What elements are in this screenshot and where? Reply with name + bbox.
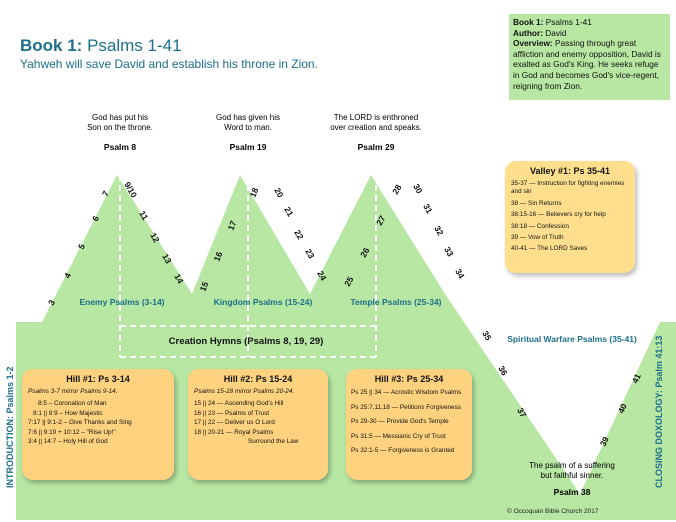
valley-caption-line2: but faithful sinner. xyxy=(541,471,604,480)
psalm-num-41: 41 xyxy=(630,372,643,385)
enemy-psalms-label: Enemy Psalms (3-14) xyxy=(79,297,164,307)
psalm-num-33: 33 xyxy=(442,245,456,258)
copyright-text: © Occoquan Bible Church 2017 xyxy=(507,508,599,515)
peak2-caption-line1: God has given his xyxy=(216,113,280,122)
hill2-row: 18 || 20-21 — Royal Psalms xyxy=(194,428,274,436)
hill1-row: 7:6 || 9:19 + 10:12 – "Rise Up!" xyxy=(28,428,116,436)
hill2-row: 17 || 22 — Deliver us O Lord xyxy=(194,419,275,427)
warfare-psalms-label: Spiritual Warfare Psalms (35-41) xyxy=(507,334,637,344)
peak2-caption-line2: Word to man. xyxy=(224,123,272,132)
overview-author-label: Author: xyxy=(513,27,543,38)
hill3-title: Hill #3: Ps 25-34 xyxy=(374,374,444,384)
hill2-row: Surround the Law xyxy=(248,438,299,446)
peak1-psalm: Psalm 8 xyxy=(104,142,136,152)
psalm-num-6: 6 xyxy=(90,214,101,223)
overview-label: Overview: xyxy=(513,38,553,49)
psalm-num-28: 28 xyxy=(390,183,404,196)
hill1-row: 3:4 || 14:7 – Holy Hill of God xyxy=(28,438,108,446)
hill3-row: Ps 25 || 34 — Acrostic Wisdom Psalms xyxy=(351,389,462,396)
psalm-num-20: 20 xyxy=(272,186,286,199)
overview-book-value: Psalms 1-41 xyxy=(545,17,592,27)
hill1-title: Hill #1: Ps 3-14 xyxy=(66,374,130,384)
hill1-row: 8:1 || 8:9 – How Majestic xyxy=(33,409,103,417)
peak3-psalm: Psalm 29 xyxy=(358,142,395,152)
psalm-num-7: 7 xyxy=(100,189,111,198)
page-title: Book 1: Psalms 1-41 xyxy=(20,36,182,56)
closing-doxology-label: CLOSING DOXOLOGY: Psalm 41:13 xyxy=(654,336,664,488)
hill3-row: Ps 29-30 — Provide God's Temple xyxy=(351,418,449,426)
peak3-caption-line1: The LORD is enthroned xyxy=(334,113,419,122)
psalm-num-27: 27 xyxy=(374,214,388,227)
hill1-intro: Psalms 3-7 mirror Psalms 9-14. xyxy=(28,388,118,395)
hill1-callout: Hill #1: Ps 3-14 Psalms 3-7 mirror Psalm… xyxy=(22,369,174,480)
psalm-num-30: 30 xyxy=(411,182,425,195)
overview-book-label: Book 1: xyxy=(513,17,544,27)
valley1-row: 38:15-16 — Believers cry for help xyxy=(511,211,606,219)
psalm-num-40: 40 xyxy=(616,402,629,415)
hill2-title: Hill #2: Ps 15-24 xyxy=(223,374,293,384)
overview-author-value: David xyxy=(545,27,567,38)
valley1-row: 39 — Vow of Truth xyxy=(511,234,564,242)
valley1-row: 38 — Sin Returns xyxy=(511,199,562,207)
valley-psalm: Psalm 38 xyxy=(554,487,591,497)
psalm-num-31: 31 xyxy=(421,202,435,215)
kingdom-psalms-label: Kingdom Psalms (15-24) xyxy=(214,297,313,307)
hill2-intro: Psalms 15-18 mirror Psalms 20-24. xyxy=(194,388,295,395)
valley1-row: 40-41 — The LORD Saves xyxy=(511,245,588,253)
psalm-num-32: 32 xyxy=(432,224,446,237)
psalm-num-25: 25 xyxy=(342,275,356,288)
psalm-num-12: 12 xyxy=(148,231,162,244)
psalm-num-5: 5 xyxy=(76,242,87,251)
psalm-num-23: 23 xyxy=(303,247,317,260)
psalm-num-14: 14 xyxy=(172,272,186,285)
book-label: Book 1: xyxy=(20,36,83,55)
psalm-num-34: 34 xyxy=(453,267,467,280)
hill1-row: 7:17 || 9:1-2 – Give Thanks and Sing xyxy=(28,419,132,427)
psalm-num-13: 13 xyxy=(160,252,174,265)
psalm-num-17: 17 xyxy=(226,219,239,232)
temple-psalms-label: Temple Psalms (25-34) xyxy=(350,297,441,307)
psalm-num-24: 24 xyxy=(315,269,329,282)
valley1-row: 35-37 — Instruction for fighting enemies… xyxy=(511,180,625,196)
hill3-row: Ps 31:5 — Messianic Cry of Trust xyxy=(351,432,446,440)
psalm-num-21: 21 xyxy=(282,205,296,218)
hill3-callout: Hill #3: Ps 25-34 Ps 25 || 34 — Acrostic… xyxy=(346,369,472,480)
psalm-num-4: 4 xyxy=(62,271,73,280)
hill2-row: 15 || 24 — Ascending God's Hill xyxy=(194,400,284,407)
peak2-psalm: Psalm 19 xyxy=(230,142,267,152)
psalm-num-16: 16 xyxy=(212,250,225,263)
overview-text: Passing through great affliction and ene… xyxy=(513,38,661,91)
hill2-row: 16 || 23 — Psalms of Trust xyxy=(194,409,270,417)
hill1-row: 8:5 – Coronation of Man xyxy=(38,400,107,407)
psalm-num-39: 39 xyxy=(598,435,611,448)
psalm-num-35: 35 xyxy=(480,329,494,342)
page-subtitle: Yahweh will save David and establish his… xyxy=(20,57,318,71)
book-range: Psalms 1-41 xyxy=(87,36,182,55)
mountain-shape xyxy=(16,175,676,520)
psalm-num-15: 15 xyxy=(198,280,211,293)
valley1-title: Valley #1: Ps 35-41 xyxy=(529,166,611,176)
psalm-num-22: 22 xyxy=(292,228,306,241)
valley1-row: 38:18 — Confession xyxy=(511,222,569,230)
hill3-row: Ps 32:1-5 — Forgiveness is Granted xyxy=(351,447,455,455)
psalm-num-18: 18 xyxy=(248,186,261,199)
introduction-label: INTRODUCTION: Psalms 1-2 xyxy=(5,366,15,488)
psalm-num-3: 3 xyxy=(46,298,57,307)
psalm-num-37: 37 xyxy=(515,406,529,419)
valley-caption-line1: The psalm of a suffering xyxy=(529,461,615,470)
overview-box: Book 1: Psalms 1-41 Author: David Overvi… xyxy=(509,14,670,100)
peak1-caption-line1: God has put his xyxy=(92,113,148,122)
peak3-caption-line2: over creation and speaks. xyxy=(330,123,422,132)
valley1-callout: Valley #1: Ps 35-41 35-37 — Instruction … xyxy=(505,161,635,273)
psalm-num-26: 26 xyxy=(358,246,372,259)
hill2-callout: Hill #2: Ps 15-24 Psalms 15-18 mirror Ps… xyxy=(188,369,328,480)
creation-hymns-label: Creation Hymns (Psalms 8, 19, 29) xyxy=(169,336,324,347)
psalm-num-36: 36 xyxy=(496,364,510,377)
hill3-row: Ps 25:7,11,18 — Petitions Forgiveness xyxy=(351,403,462,411)
peak1-caption-line2: Son on the throne. xyxy=(87,123,153,132)
creation-dashed-lines xyxy=(119,175,377,358)
